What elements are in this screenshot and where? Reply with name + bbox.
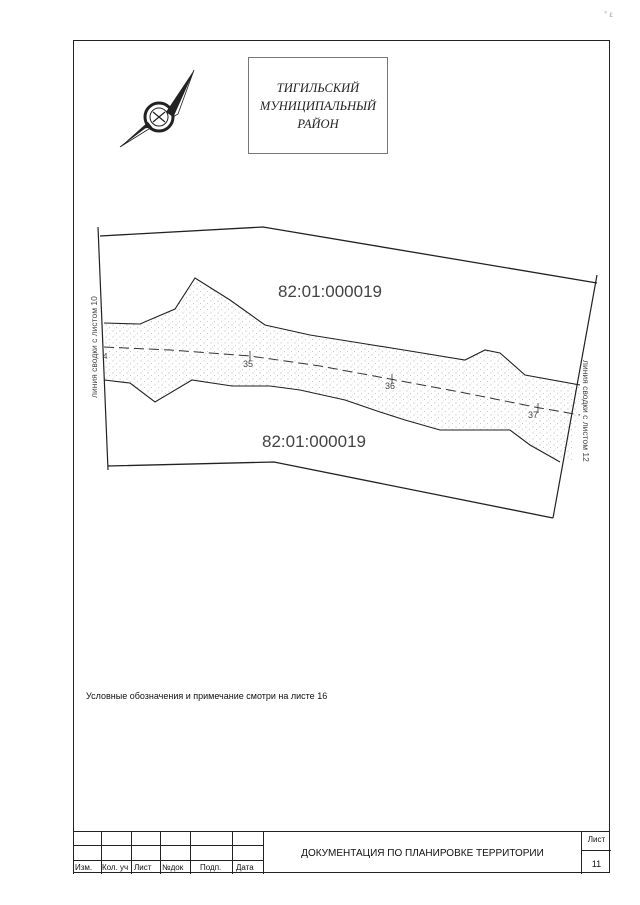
- stamp-cell: [73, 831, 101, 874]
- station-label: 4: [103, 352, 108, 361]
- district-line-2: МУНИЦИПАЛЬНЫЙ: [259, 98, 377, 113]
- stamp-cell: [232, 831, 263, 874]
- road-axis: [103, 346, 581, 416]
- legend-note: Условные обозначения и примечание смотри…: [86, 691, 328, 701]
- stamp-cell: [190, 831, 232, 874]
- stamp-cell: [131, 831, 160, 874]
- title-block: Изм. Кол. уч Лист №док Подп. Дата ДОКУМЕ…: [73, 831, 611, 874]
- stamp-label-kol: Кол. уч: [102, 863, 129, 872]
- sheet-frame: [73, 40, 610, 873]
- territory-boundary-top: [99, 226, 598, 284]
- district-line-3: РАЙОН: [297, 116, 339, 131]
- parcel-label-bottom: 82:01:000019: [262, 432, 366, 451]
- match-line-left-label: линия сводки с листом 10: [89, 296, 99, 398]
- sheet-label: Лист: [587, 835, 606, 844]
- district-name-box: ТИГИЛЬСКИЙ МУНИЦИПАЛЬНЫЙ РАЙОН: [248, 57, 388, 154]
- territory-boundary-bottom: [107, 461, 554, 519]
- road-corridor: [104, 278, 580, 460]
- match-line-left: [97, 226, 109, 471]
- stamp-label-ndok: №док: [162, 863, 184, 872]
- stamp-label-podp: Подп.: [200, 863, 222, 872]
- sheet-number-cell: Лист 11: [581, 831, 611, 874]
- stamp-label-data: Дата: [236, 863, 254, 872]
- parcel-label-top: 82:01:000019: [278, 282, 382, 301]
- match-line-right: [552, 274, 598, 519]
- stamp-cell: [101, 831, 131, 874]
- stamp-cell: [160, 831, 190, 874]
- document-title: ДОКУМЕНТАЦИЯ ПО ПЛАНИРОВКЕ ТЕРРИТОРИИ: [263, 831, 581, 874]
- stamp-label-list: Лист: [134, 863, 152, 872]
- match-line-right-label: линия сводки с листом 12: [581, 360, 591, 462]
- red-line-upper: [103, 277, 581, 386]
- north-arrow-icon: [119, 69, 195, 148]
- corner-marks: ° ε: [604, 10, 613, 19]
- station-label: 35: [243, 359, 253, 369]
- sheet-number: 11: [591, 859, 602, 869]
- district-line-1: ТИГИЛЬСКИЙ: [276, 80, 360, 95]
- station-label: 36: [385, 381, 395, 391]
- red-line-lower: [103, 379, 561, 463]
- station-label: 37: [528, 410, 538, 420]
- stamp-label-izm: Изм.: [75, 863, 93, 872]
